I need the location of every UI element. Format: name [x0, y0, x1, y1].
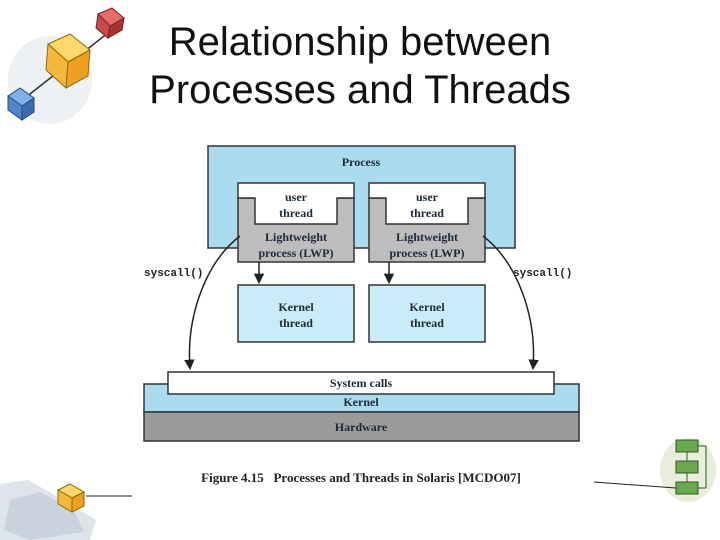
slide-title: Relationship between Processes and Threa… [110, 18, 610, 114]
slide-title-line1: Relationship between [168, 20, 552, 64]
cubes-clipart-icon [7, 7, 125, 124]
hardware-layer-label: Hardware [335, 420, 388, 434]
kernel-layer-label: Kernel [343, 395, 379, 409]
user-thread-left-line1: user [285, 190, 308, 204]
user-thread-right-line2: thread [410, 206, 444, 220]
lwp-left-line2: process (LWP) [259, 246, 334, 260]
syscall-arrow-left [184, 235, 241, 371]
syscall-label-right: syscall() [513, 268, 572, 280]
user-thread-right [368, 182, 486, 225]
kernel-thread-box-right [368, 284, 486, 343]
user-thread-left [237, 182, 355, 225]
hand-cube-clipart-icon [0, 480, 132, 540]
hardware-layer [143, 411, 580, 442]
user-thread-left-line2: thread [279, 206, 313, 220]
lwp-right-line1: Lightweight [396, 230, 458, 244]
lwp-left-line1: Lightweight [265, 230, 327, 244]
kernel-thread-box-left [237, 284, 355, 343]
syscall-arrow-right [482, 235, 539, 371]
kernel-thread-left-line1: Kernel [278, 300, 314, 314]
kernel-thread-left-line2: thread [279, 316, 313, 330]
process-label: Process [342, 155, 381, 169]
slide-title-line2: Processes and Threads [149, 68, 571, 112]
system-calls-bar [167, 371, 555, 395]
solaris-diagram: Process user thread Lightweight process … [143, 145, 580, 485]
user-thread-right-line1: user [416, 190, 439, 204]
flowchart-clipart-icon [593, 438, 716, 502]
kernel-thread-right-line1: Kernel [409, 300, 445, 314]
syscall-label-left: syscall() [144, 268, 203, 280]
figure-caption: Figure 4.15 Processes and Threads in Sol… [201, 470, 521, 485]
lwp-right-line2: process (LWP) [390, 246, 465, 260]
kernel-thread-right-line2: thread [410, 316, 444, 330]
system-calls-label: System calls [330, 376, 393, 390]
